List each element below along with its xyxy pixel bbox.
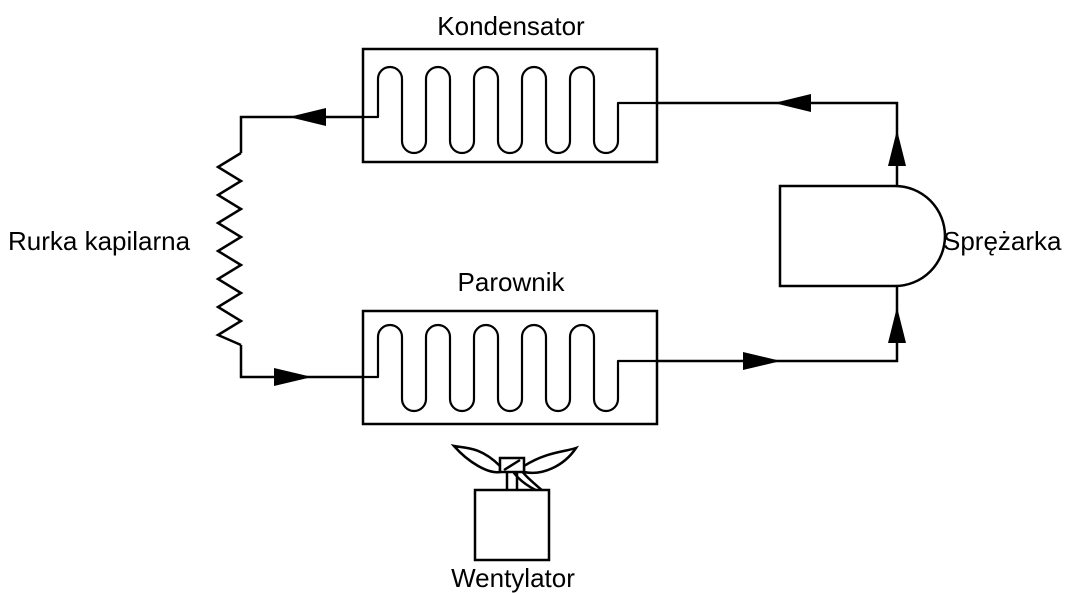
fan-blade-left <box>450 444 502 474</box>
flow-arrows <box>274 94 906 386</box>
pipe-compressor-to-condenser <box>657 101 899 186</box>
condenser <box>361 47 659 164</box>
evaporator-box <box>361 309 659 426</box>
arrow-right-evaporator-outlet-icon <box>743 352 781 370</box>
pipe-evaporator-to-compressor <box>657 286 899 363</box>
arrow-left-condenser-inlet-icon <box>774 94 811 112</box>
fan-hub-detail <box>503 458 521 472</box>
fan <box>450 444 580 562</box>
condenser-label: Kondensator <box>437 11 585 41</box>
compressor-label: Sprężarka <box>943 226 1062 256</box>
compressor-symbol <box>778 184 947 288</box>
condenser-coil <box>363 65 657 155</box>
fan-label: Wentylator <box>451 563 575 593</box>
fan-blade-right <box>522 445 580 475</box>
capillary-tube <box>215 151 244 347</box>
arrow-up-compressor-inlet-icon <box>888 307 906 343</box>
pipe-capillary-to-evaporator <box>239 345 363 379</box>
evaporator <box>361 309 659 426</box>
evaporator-coil <box>363 323 657 413</box>
arrow-up-compressor-outlet-icon <box>888 130 906 166</box>
evaporator-label: Parownik <box>458 267 566 297</box>
arrow-left-top-icon <box>289 108 326 126</box>
capillary-label: Rurka kapilarna <box>8 226 191 256</box>
pipe-condenser-to-capillary <box>239 115 363 153</box>
fan-motor <box>473 488 551 562</box>
condenser-box <box>361 47 659 164</box>
arrow-right-evaporator-inlet-icon <box>274 368 312 386</box>
